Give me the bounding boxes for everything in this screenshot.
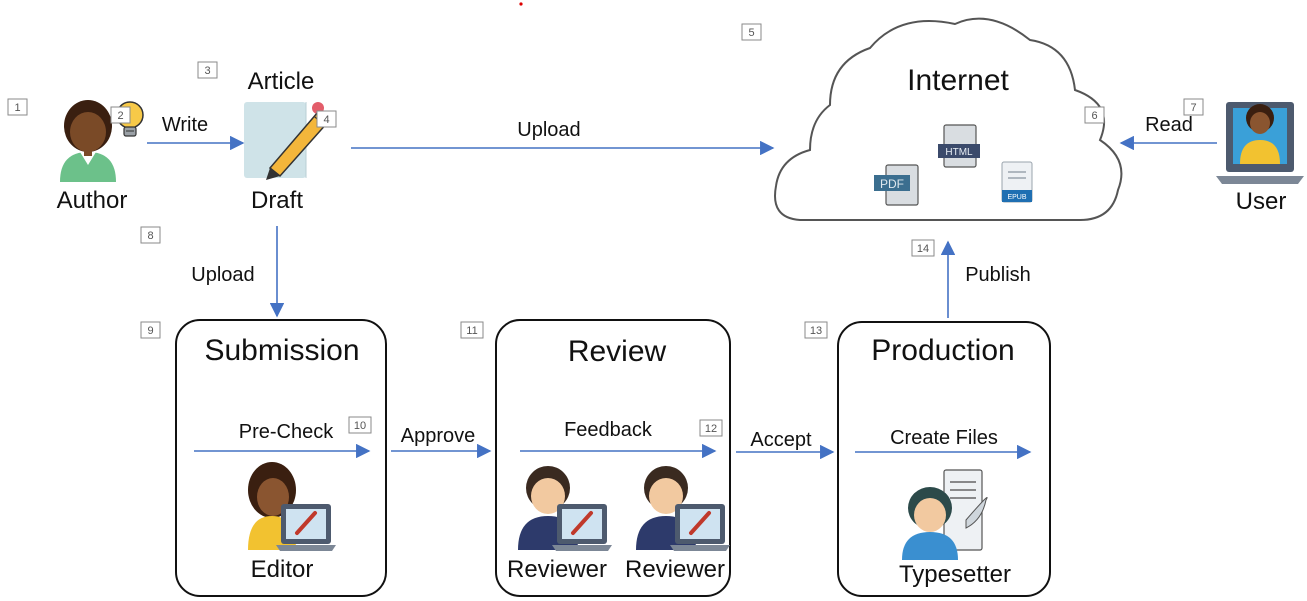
pdf-label: PDF bbox=[880, 177, 904, 191]
reviewer-2-label: Reviewer bbox=[625, 556, 725, 583]
user-laptop-icon bbox=[1216, 102, 1304, 184]
user-label: User bbox=[1236, 188, 1287, 215]
html-file-icon: HTML bbox=[938, 124, 980, 168]
editor-label: Editor bbox=[251, 556, 314, 583]
review-title: Review bbox=[568, 335, 667, 368]
publish-label: Publish bbox=[965, 264, 1031, 286]
svg-text:13: 13 bbox=[810, 325, 822, 337]
marker-1: 1 bbox=[7, 98, 28, 116]
svg-text:4: 4 bbox=[323, 114, 329, 126]
svg-text:12: 12 bbox=[705, 423, 717, 435]
svg-text:8: 8 bbox=[147, 230, 153, 242]
pdf-file-icon: PDF bbox=[874, 164, 919, 206]
marker-8: 8 bbox=[140, 226, 161, 244]
author-icon bbox=[60, 100, 116, 182]
production-stage-box bbox=[837, 321, 1051, 597]
production-title: Production bbox=[871, 334, 1014, 367]
draft-document-icon bbox=[244, 102, 330, 180]
marker-9: 9 bbox=[140, 321, 161, 339]
internet-cloud bbox=[774, 17, 1123, 221]
red-dot bbox=[519, 2, 523, 6]
marker-3: 3 bbox=[197, 61, 218, 79]
reviewer-1-laptop-icon bbox=[552, 504, 612, 551]
svg-text:10: 10 bbox=[354, 420, 366, 432]
marker-6: 6 bbox=[1084, 106, 1105, 124]
read-label: Read bbox=[1145, 114, 1193, 136]
marker-4: 4 bbox=[316, 110, 337, 128]
typesetter-label: Typesetter bbox=[899, 561, 1011, 588]
svg-text:11: 11 bbox=[466, 325, 477, 337]
marker-2: 2 bbox=[110, 106, 131, 124]
marker-10: 10 bbox=[348, 416, 372, 434]
typesetter-document-icon bbox=[943, 469, 988, 551]
marker-11: 11 bbox=[460, 321, 484, 339]
author-label: Author bbox=[57, 187, 128, 214]
submission-stage-box bbox=[175, 319, 387, 597]
approve-label: Approve bbox=[401, 425, 476, 447]
marker-14: 14 bbox=[911, 239, 935, 257]
svg-text:9: 9 bbox=[147, 325, 153, 337]
svg-text:5: 5 bbox=[748, 27, 754, 39]
accept-label: Accept bbox=[750, 429, 812, 451]
marker-7: 7 bbox=[1183, 98, 1204, 116]
svg-text:3: 3 bbox=[204, 65, 210, 77]
svg-text:6: 6 bbox=[1091, 110, 1097, 122]
epub-file-icon: EPUB bbox=[1001, 161, 1033, 203]
reviewer-1-label: Reviewer bbox=[507, 556, 607, 583]
marker-5: 5 bbox=[741, 23, 762, 41]
feedback-label: Feedback bbox=[564, 419, 653, 441]
marker-12: 12 bbox=[699, 419, 723, 437]
article-label: Article bbox=[248, 68, 315, 95]
marker-13: 13 bbox=[804, 321, 828, 339]
pre-check-label: Pre-Check bbox=[239, 421, 334, 443]
upload-submission-label: Upload bbox=[191, 264, 254, 286]
write-label: Write bbox=[162, 114, 208, 136]
svg-text:14: 14 bbox=[917, 243, 929, 255]
svg-text:1: 1 bbox=[14, 102, 20, 114]
internet-label: Internet bbox=[907, 64, 1009, 97]
svg-text:7: 7 bbox=[1190, 102, 1196, 114]
reviewer-2-laptop-icon bbox=[670, 504, 730, 551]
typesetter-icon bbox=[902, 487, 958, 560]
create-files-label: Create Files bbox=[890, 427, 998, 449]
upload-internet-label: Upload bbox=[517, 119, 580, 141]
svg-text:2: 2 bbox=[117, 110, 123, 122]
epub-label: EPUB bbox=[1007, 194, 1026, 201]
draft-label: Draft bbox=[251, 187, 303, 214]
editor-laptop-icon bbox=[276, 504, 336, 551]
html-label: HTML bbox=[945, 147, 973, 158]
submission-title: Submission bbox=[204, 334, 359, 367]
